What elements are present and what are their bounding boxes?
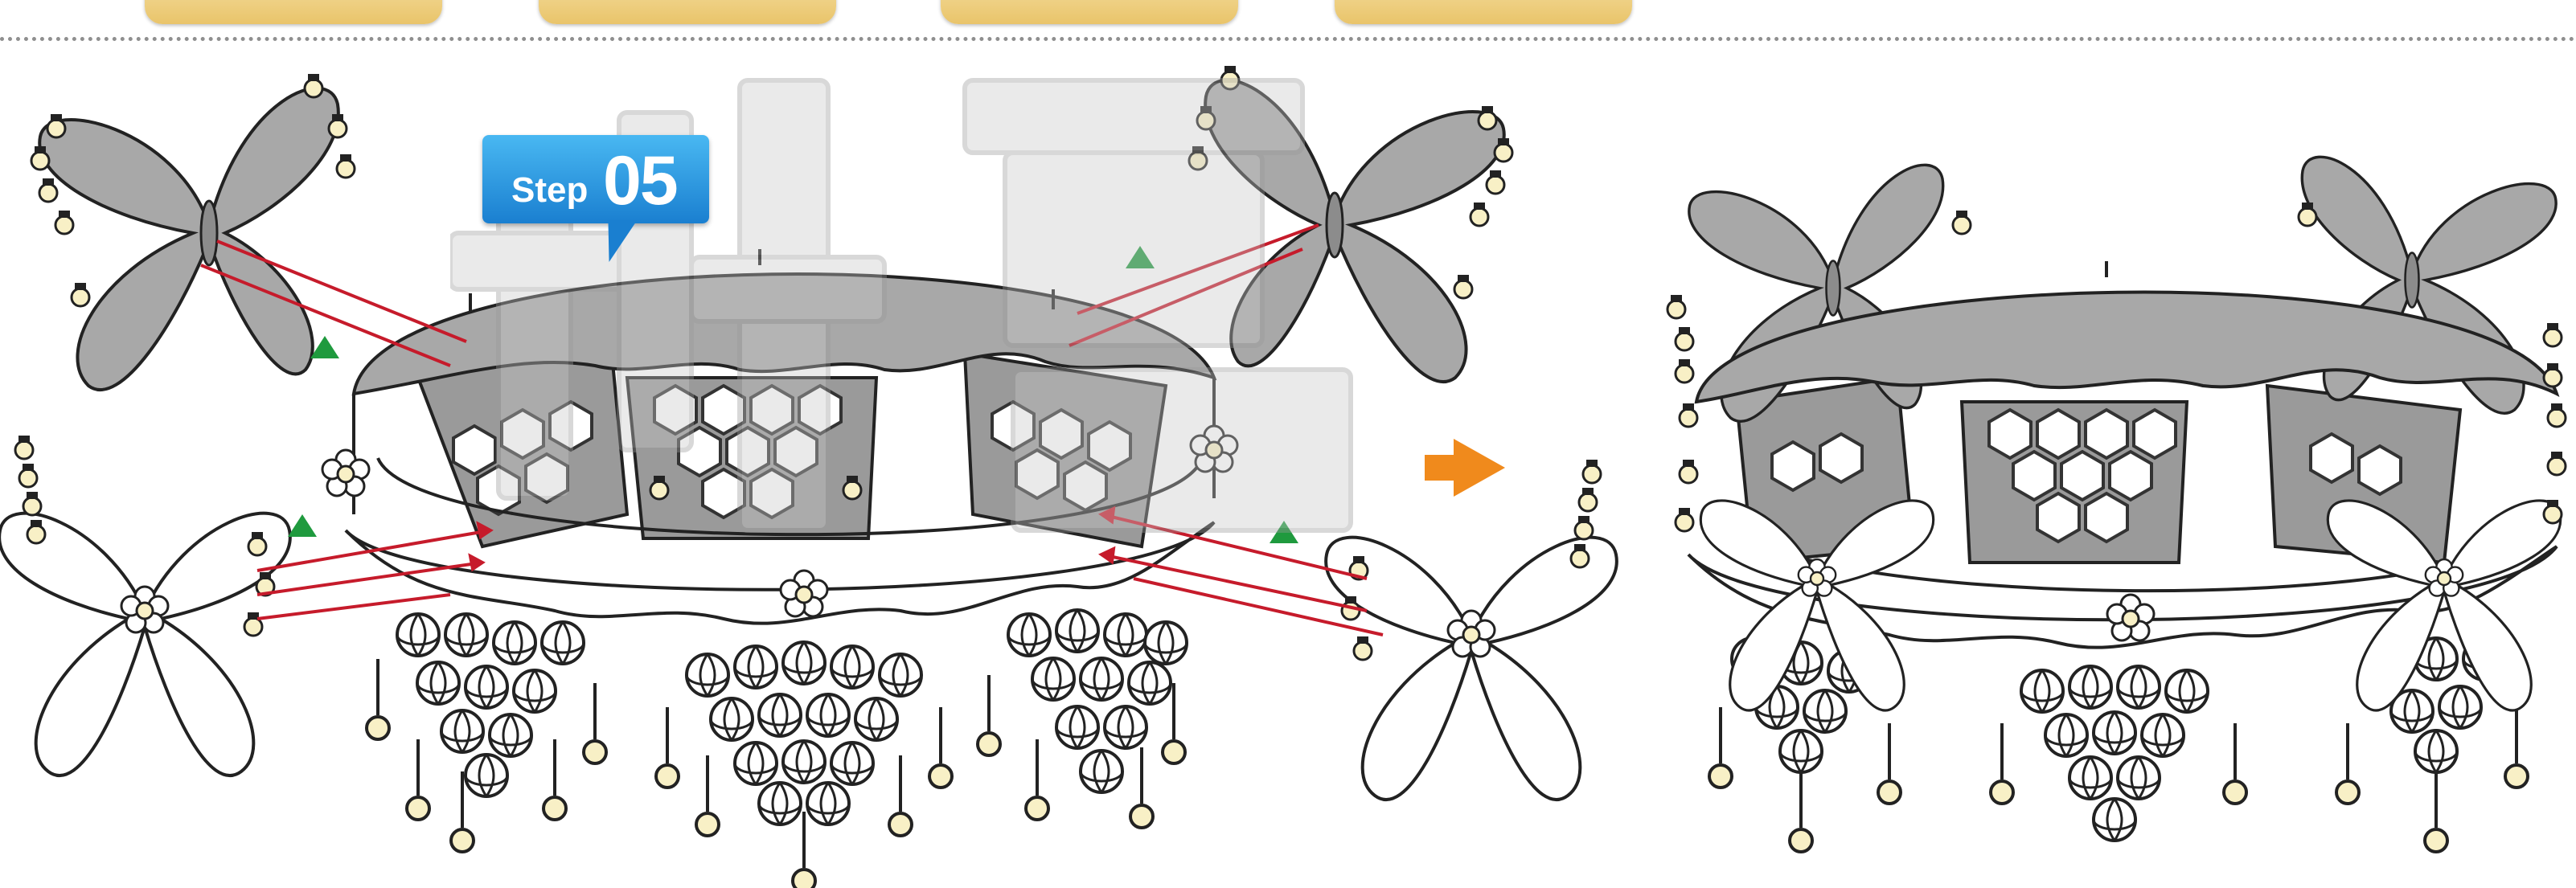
back-panel-right <box>962 351 1168 549</box>
header-tab-4 <box>1335 0 1632 24</box>
assembled-front-band <box>1687 545 2558 649</box>
step-badge-box <box>482 135 709 223</box>
exploded-assembly <box>0 64 1617 888</box>
red-guide-lines <box>200 223 1384 636</box>
assembled-ring-crown <box>1694 290 2560 404</box>
front-lattice-left <box>365 612 608 853</box>
right-arrow-icon <box>1425 439 1505 497</box>
flower-icon <box>1189 424 1239 473</box>
header-dotted-divider <box>0 37 2576 41</box>
front-band <box>344 521 1216 625</box>
back-panel-center <box>625 376 879 540</box>
header-tab-3 <box>941 0 1238 24</box>
header-tab-2 <box>539 0 836 24</box>
butterfly-white-left <box>0 434 290 775</box>
green-triangle-marker-icon <box>288 246 1298 543</box>
butterfly-gray-top-right <box>1188 64 1514 384</box>
assembled-result <box>1666 155 2567 853</box>
step-number: 05 <box>603 142 679 219</box>
flower-icon <box>321 448 371 497</box>
step-badge: Step 05 <box>482 135 709 262</box>
butterfly-white-right <box>1326 458 1617 800</box>
front-lattice-right <box>976 608 1188 829</box>
step-label: Step <box>511 170 589 210</box>
header-tab-1 <box>145 0 442 24</box>
butterfly-gray-top-left <box>30 72 356 392</box>
ring-crown <box>351 249 1217 537</box>
